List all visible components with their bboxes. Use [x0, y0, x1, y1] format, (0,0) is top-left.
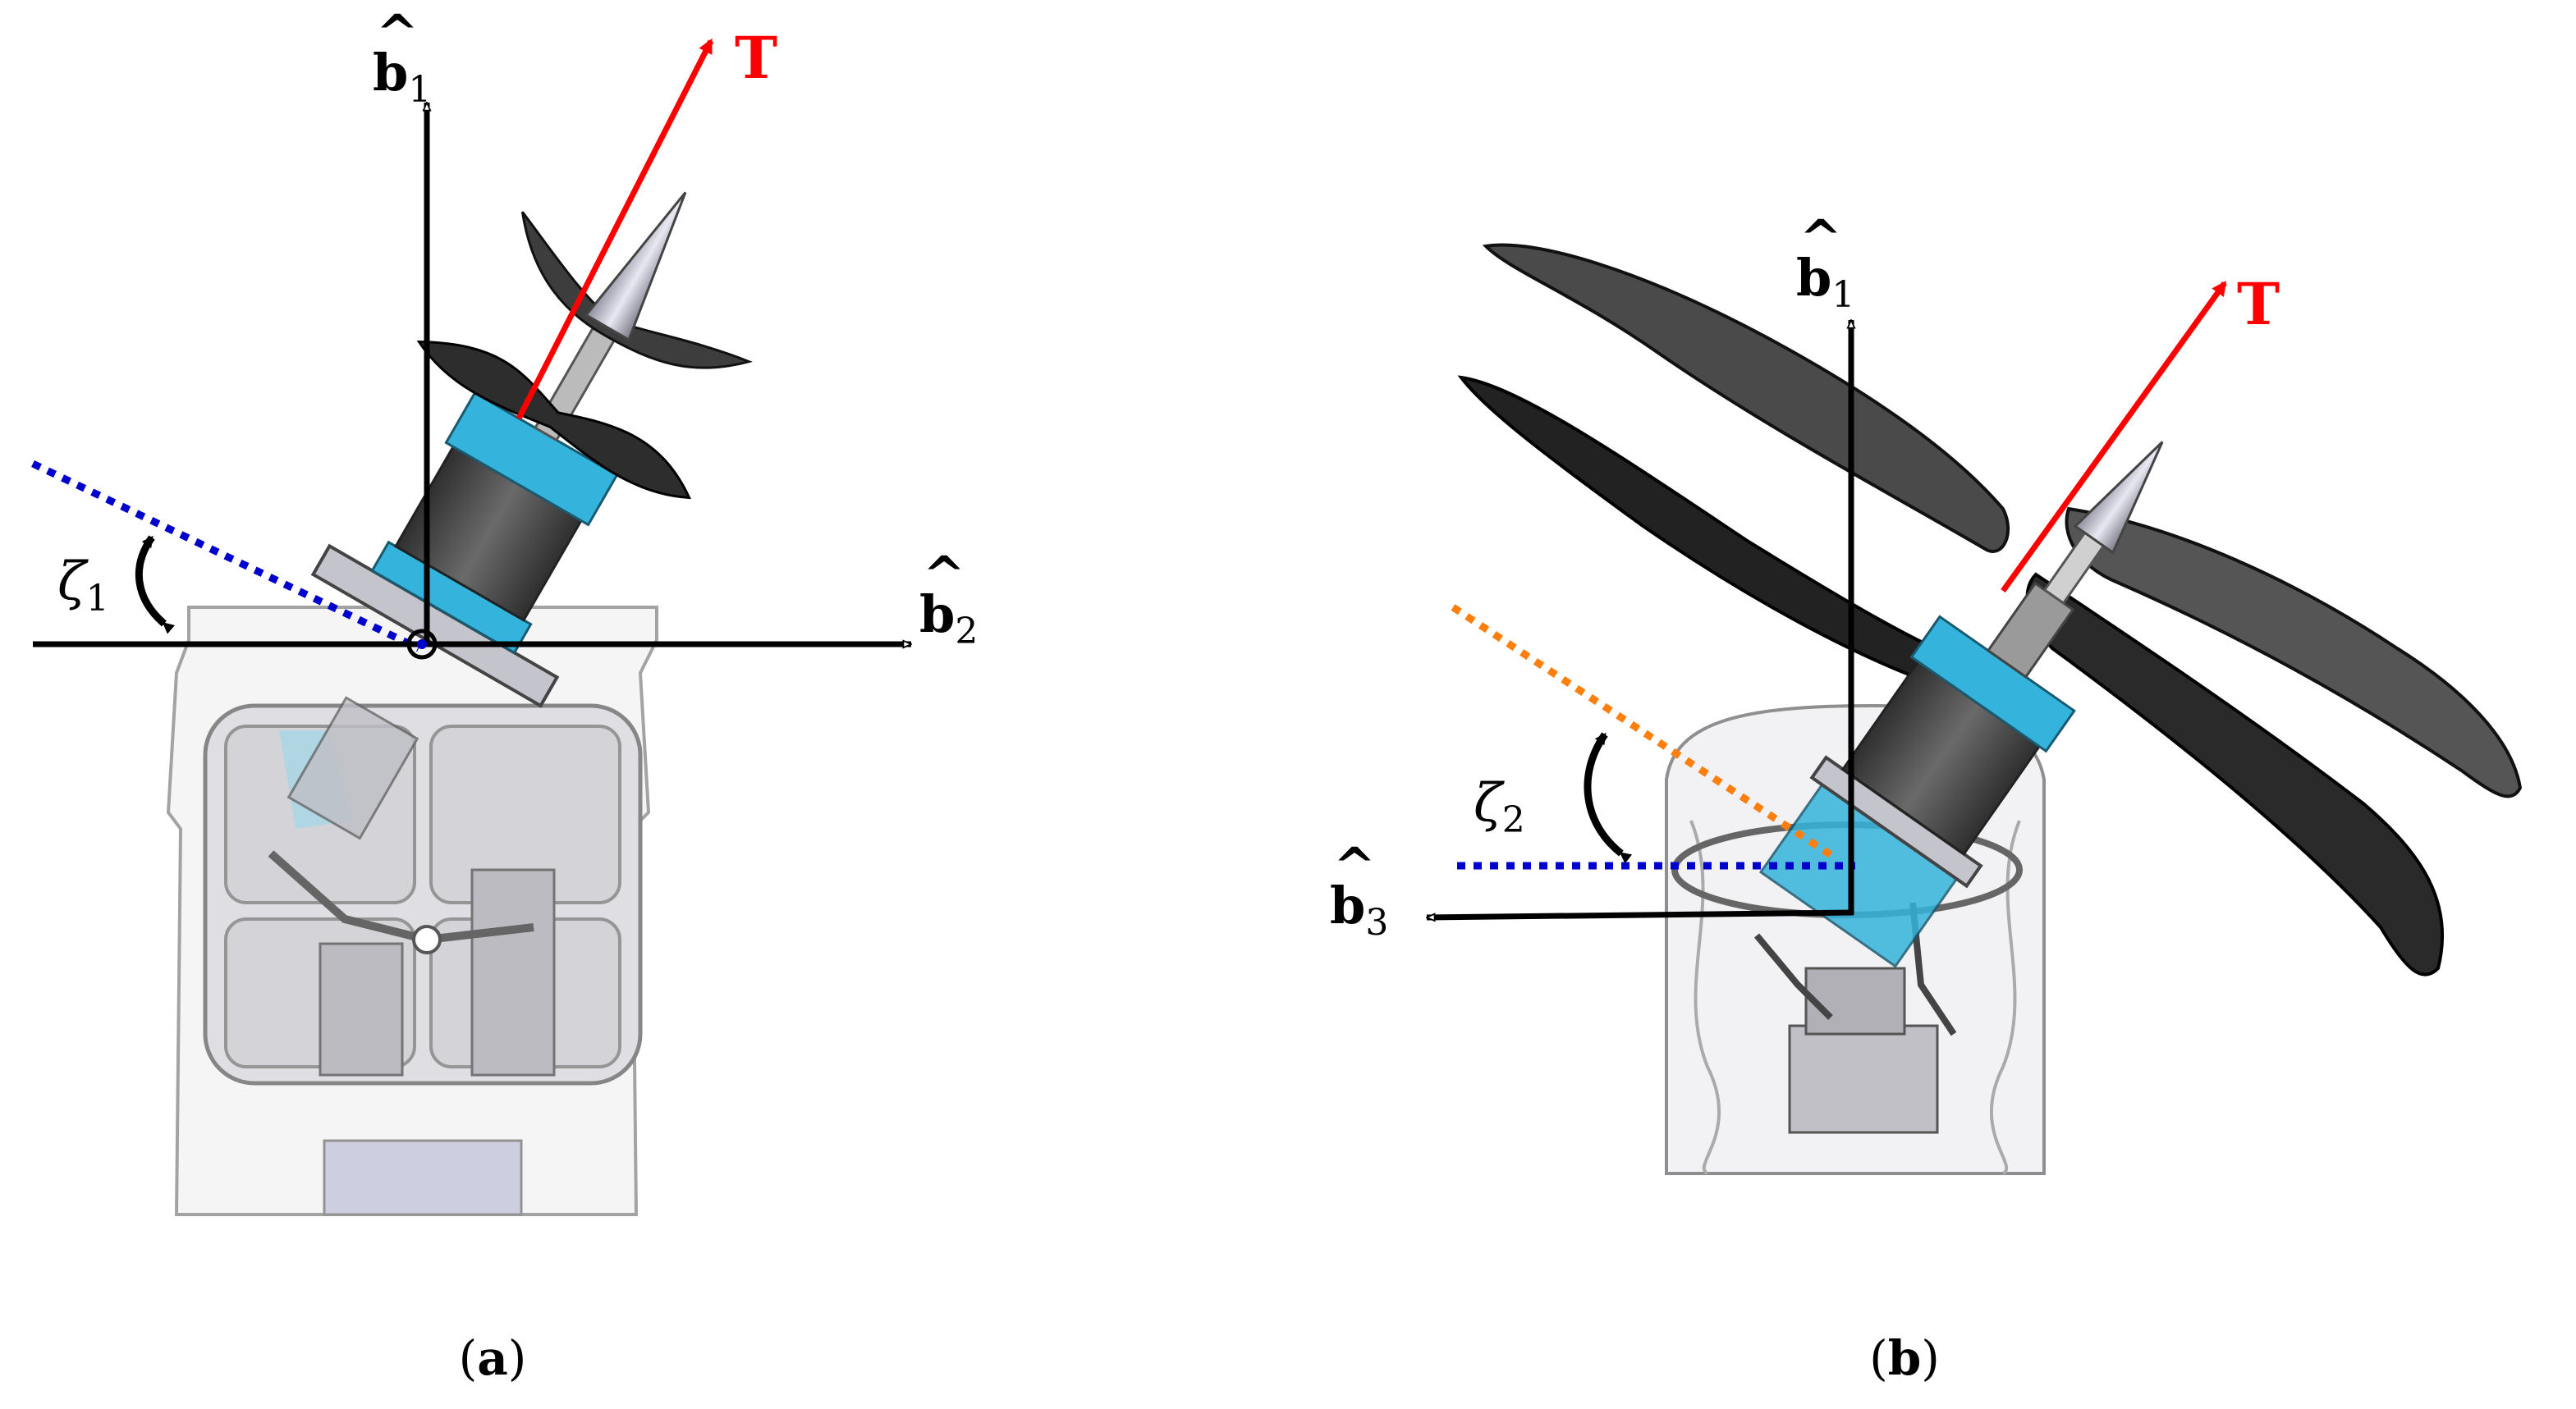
reference-line-a — [31, 460, 420, 652]
motor-assembly-b — [1758, 441, 2164, 968]
tilt-line-b — [1451, 604, 1837, 861]
motor-assembly-a — [286, 191, 753, 840]
axis-b3-b — [1427, 909, 1854, 917]
thrust-vector-b — [2001, 281, 2227, 593]
thrust-label-a: T — [735, 24, 777, 92]
axis-hat-b3-b: ^ — [1333, 836, 1376, 896]
angle-arrow-a — [135, 535, 176, 634]
axis-label-b3-b: b3 — [1330, 876, 1388, 944]
panel-a: b1 ^ b2 ^ T ζ1 (a) — [31, 3, 978, 1386]
axis-hat-b2-a: ^ — [923, 545, 965, 605]
axis-label-b1-b: b1 — [1796, 248, 1854, 316]
caption-b: (b) — [1869, 1330, 1940, 1386]
axis-label-b2-a: b2 — [919, 584, 978, 652]
angle-label-a: ζ1 — [57, 551, 109, 620]
axis-hat-b1-b: ^ — [1799, 208, 1842, 268]
angle-arrow-b — [1584, 732, 1633, 864]
thrust-label-b: T — [2237, 270, 2280, 338]
housing-a — [166, 606, 658, 1216]
origin-a — [406, 629, 438, 660]
thrust-vector-a — [516, 38, 714, 420]
caption-a: (a) — [459, 1330, 527, 1386]
axis-label-b1-a: b1 — [373, 43, 431, 111]
axis-hat-b1-a: ^ — [376, 3, 419, 63]
propeller-b — [1457, 243, 2523, 977]
origin-dot-a — [417, 639, 427, 649]
panel-b: b1 ^ b3 ^ T ζ2 (b) — [1330, 208, 2523, 1386]
angle-label-b: ζ2 — [1474, 773, 1525, 841]
